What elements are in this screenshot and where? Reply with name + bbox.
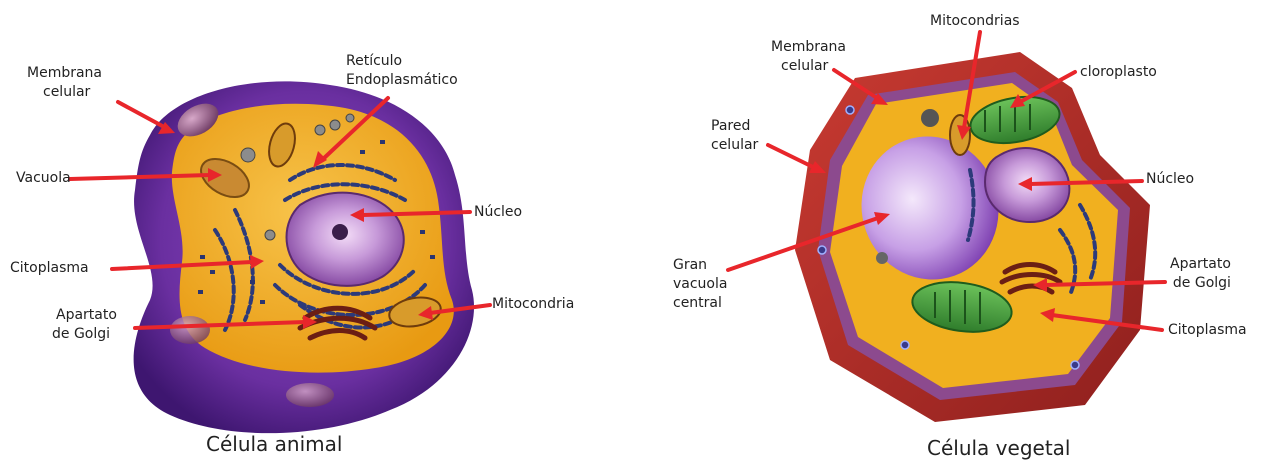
label-animal-golgi: Apartato de Golgi xyxy=(52,306,117,344)
animal-cell-illustration xyxy=(134,81,474,433)
label-plant-pared: Pared celular xyxy=(711,117,758,155)
plant-cell-illustration xyxy=(795,52,1150,422)
label-animal-membrana: Membrana celular xyxy=(27,64,102,102)
label-animal-nucleo: Núcleo xyxy=(474,203,522,222)
label-animal-vacuola: Vacuola xyxy=(16,169,71,188)
label-animal-citoplasma: Citoplasma xyxy=(10,259,89,278)
label-plant-vacuola: Gran vacuola central xyxy=(673,256,727,313)
label-plant-membrana: Membrana celular xyxy=(771,38,846,76)
label-plant-nucleo: Núcleo xyxy=(1146,170,1194,189)
animal-nucleolus xyxy=(332,224,348,240)
caption-animal-cell: Célula animal xyxy=(206,432,342,456)
label-plant-cloroplasto: cloroplasto xyxy=(1080,63,1157,82)
label-plant-citoplasma: Citoplasma xyxy=(1168,321,1247,340)
animal-nucleus xyxy=(287,193,404,286)
label-animal-mitocondria: Mitocondria xyxy=(492,295,574,314)
animal-vesicle xyxy=(286,383,334,407)
plant-small-organelle xyxy=(921,109,939,127)
label-plant-golgi: Apartato de Golgi xyxy=(1170,255,1231,293)
plant-small-organelle xyxy=(876,252,888,264)
caption-plant-cell: Célula vegetal xyxy=(927,436,1070,460)
label-plant-mitocondrias: Mitocondrias xyxy=(930,12,1020,31)
label-animal-reticulo: Retículo Endoplasmático xyxy=(346,52,458,90)
animal-vesicle xyxy=(170,316,210,344)
